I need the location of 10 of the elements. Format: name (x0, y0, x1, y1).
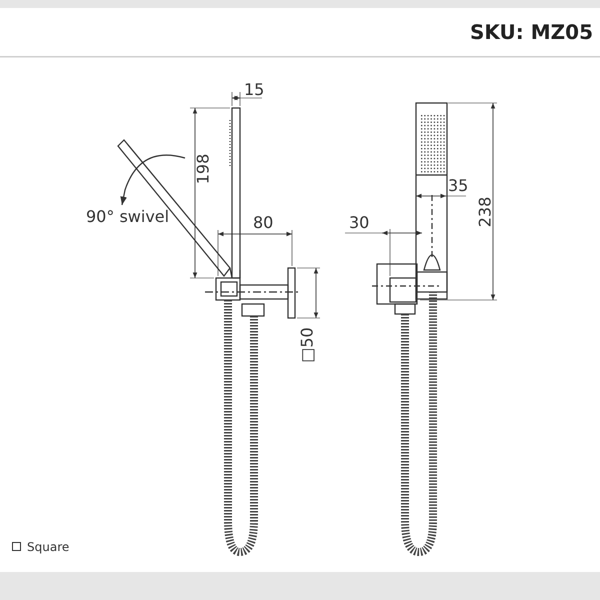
dimension-label: 198 (194, 154, 212, 184)
legend-label: Square (27, 540, 70, 554)
sku-code: SKU: MZ05 (470, 20, 593, 44)
dimension-label: 35 (448, 177, 468, 195)
dimension-label: 30 (349, 214, 370, 232)
dimension-label: 238 (476, 196, 494, 228)
swivel-note: 90° swivel (86, 208, 170, 226)
dimension-label: 15 (244, 81, 264, 99)
dimension-label: □50 (298, 327, 317, 363)
dimension-label: 80 (253, 214, 274, 232)
